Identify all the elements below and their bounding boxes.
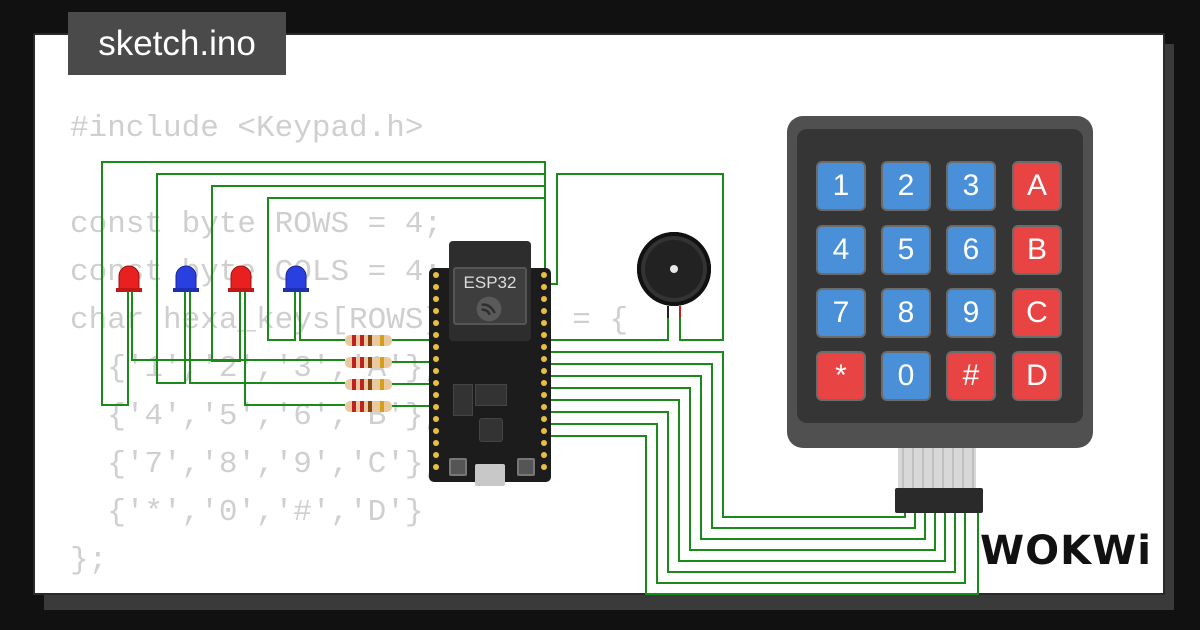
esp32-board[interactable]: ESP32 <box>429 241 551 486</box>
key-d[interactable]: D <box>1012 351 1062 401</box>
wire <box>156 173 545 384</box>
keypad-connector <box>895 488 983 513</box>
wire <box>548 173 724 341</box>
wire <box>244 290 345 406</box>
wire <box>299 290 345 341</box>
key-9[interactable]: 9 <box>946 288 996 338</box>
module-shield: ESP32 <box>453 267 527 325</box>
ribbon-cable <box>898 448 976 490</box>
pin-header-right <box>540 272 548 478</box>
key-1[interactable]: 1 <box>816 161 866 211</box>
pin-header-left <box>432 272 440 478</box>
led-red[interactable] <box>116 265 142 292</box>
wire <box>548 387 936 551</box>
resistor[interactable] <box>345 357 392 368</box>
regulator-chip <box>453 384 473 416</box>
wires <box>101 161 979 595</box>
buzzer-hole <box>670 265 678 273</box>
keypad-face: 1 2 3 A 4 5 6 B 7 8 9 C * 0 # D <box>797 129 1083 423</box>
code-line: const byte ROWS = 4; <box>70 207 443 242</box>
resistor[interactable] <box>345 379 392 390</box>
led-blue[interactable] <box>173 265 199 292</box>
wire <box>548 363 916 529</box>
key-2[interactable]: 2 <box>881 161 931 211</box>
key-0[interactable]: 0 <box>881 351 931 401</box>
code-preview: #include <Keypad.h>const byte ROWS = 4;c… <box>70 105 777 593</box>
board-label: ESP32 <box>463 273 517 292</box>
wire <box>548 375 926 540</box>
key-8[interactable]: 8 <box>881 288 931 338</box>
key-6[interactable]: 6 <box>946 225 996 275</box>
resistor[interactable] <box>345 401 392 412</box>
wifi-module: ESP32 <box>449 241 531 341</box>
usb-port <box>475 464 505 486</box>
buzzer-icon[interactable] <box>637 232 711 306</box>
wire <box>189 290 345 384</box>
key-c[interactable]: C <box>1012 288 1062 338</box>
code-line: #include <Keypad.h> <box>70 111 424 146</box>
controller-chip <box>479 418 503 442</box>
key-a[interactable]: A <box>1012 161 1062 211</box>
usb-bridge-chip <box>475 384 507 406</box>
code-line: byte row_pins[ROWS] = {19, 18, 5, 17}; <box>70 585 777 593</box>
resistor[interactable] <box>345 335 392 346</box>
key-hash[interactable]: # <box>946 351 996 401</box>
wire <box>131 290 345 361</box>
key-7[interactable]: 7 <box>816 288 866 338</box>
wire <box>548 399 946 562</box>
code-line: {'*','0','#','D'} <box>70 495 424 530</box>
wire <box>548 351 906 518</box>
key-3[interactable]: 3 <box>946 161 996 211</box>
wire <box>548 423 966 584</box>
key-star[interactable]: * <box>816 351 866 401</box>
espressif-logo-icon <box>476 296 502 322</box>
wire <box>548 306 669 341</box>
key-5[interactable]: 5 <box>881 225 931 275</box>
led-red[interactable] <box>228 265 254 292</box>
wire <box>101 161 546 406</box>
key-b[interactable]: B <box>1012 225 1062 275</box>
membrane-keypad[interactable]: 1 2 3 A 4 5 6 B 7 8 9 C * 0 # D <box>787 116 1093 448</box>
key-4[interactable]: 4 <box>816 225 866 275</box>
wokwi-logo: WOKWi <box>980 528 1152 574</box>
reset-button[interactable] <box>517 458 535 476</box>
code-line: {'7','8','9','C'}, <box>70 447 443 482</box>
wire <box>267 197 545 341</box>
led-blue[interactable] <box>283 265 309 292</box>
wire <box>548 411 956 573</box>
code-line: }; <box>70 543 108 578</box>
sketch-filename: sketch.ino <box>68 12 286 75</box>
wire <box>548 435 979 595</box>
boot-button[interactable] <box>449 458 467 476</box>
